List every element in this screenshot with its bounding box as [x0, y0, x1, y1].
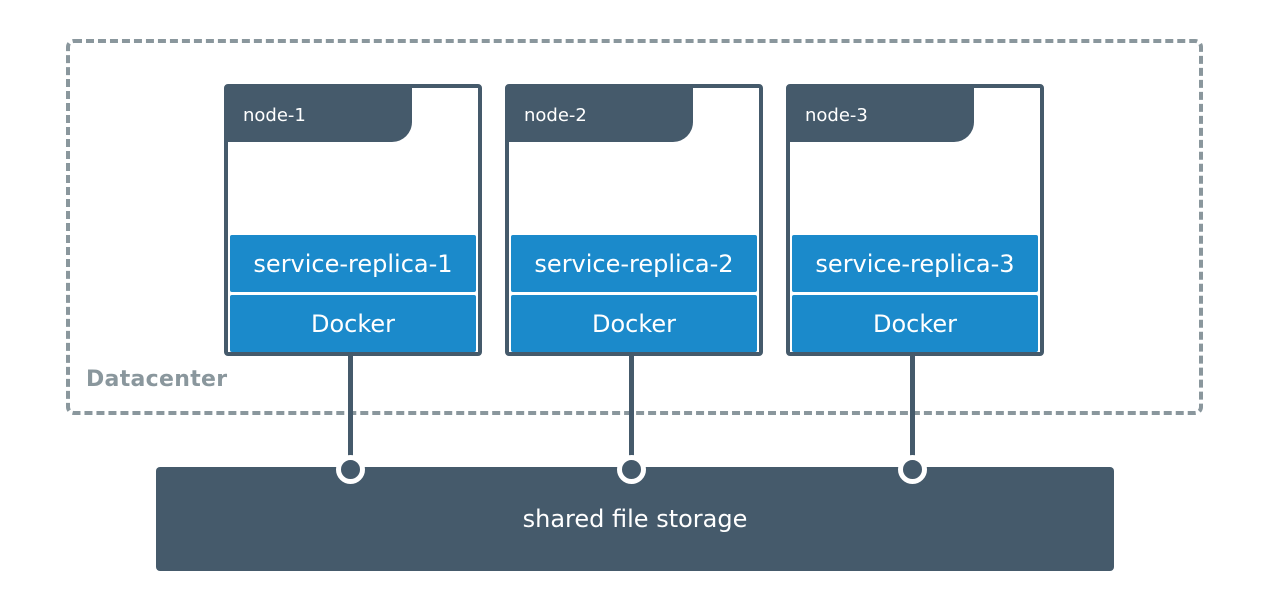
node-box-1: node-1 service-replica-1 Docker [224, 84, 482, 356]
docker-box-1: Docker [230, 295, 476, 352]
connector-port-2 [617, 455, 646, 484]
node-label-2: node-2 [524, 105, 587, 126]
connector-port-1 [336, 455, 365, 484]
shared-storage-box: shared file storage [156, 467, 1114, 571]
service-replica-box-1: service-replica-1 [230, 235, 476, 292]
connector-line-2 [629, 356, 634, 466]
connector-line-3 [910, 356, 915, 466]
connector-port-3 [898, 455, 927, 484]
node-label-1: node-1 [243, 105, 306, 126]
node-tab-1: node-1 [228, 88, 412, 142]
node-box-3: node-3 service-replica-3 Docker [786, 84, 1044, 356]
node-tab-2: node-2 [509, 88, 693, 142]
node-label-3: node-3 [805, 105, 868, 126]
datacenter-boundary [66, 39, 1203, 415]
shared-storage-label: shared file storage [522, 505, 748, 533]
node-box-2: node-2 service-replica-2 Docker [505, 84, 763, 356]
connector-line-1 [348, 356, 353, 466]
service-replica-box-3: service-replica-3 [792, 235, 1038, 292]
docker-box-2: Docker [511, 295, 757, 352]
datacenter-label: Datacenter [86, 367, 228, 392]
service-replica-box-2: service-replica-2 [511, 235, 757, 292]
docker-box-3: Docker [792, 295, 1038, 352]
node-tab-3: node-3 [790, 88, 974, 142]
